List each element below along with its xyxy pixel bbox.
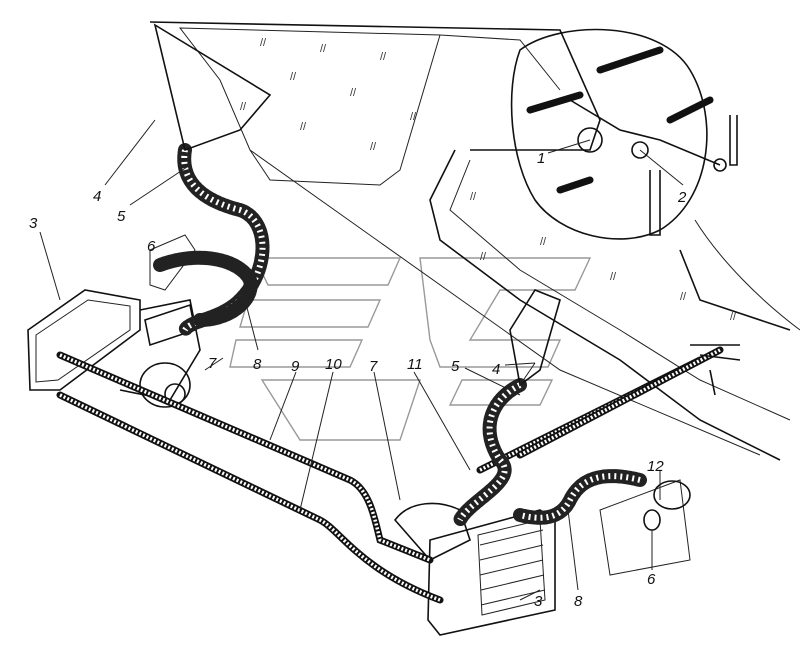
svg-text://: // xyxy=(370,141,377,153)
callout-7: 7 xyxy=(369,358,378,375)
callout-6: 6 xyxy=(647,571,656,588)
callout-9: 9 xyxy=(291,358,300,375)
callout-8: 8 xyxy=(574,593,583,610)
svg-text://: // xyxy=(380,51,387,63)
svg-text://: // xyxy=(240,101,247,113)
cab-outline: // // // // // // // // // // // // // // // xyxy=(149,21,800,461)
callout-2: 2 xyxy=(677,189,687,206)
air-intakes xyxy=(153,23,561,387)
brackets xyxy=(149,234,741,576)
leader-lines xyxy=(39,119,684,601)
callout-11: 11 xyxy=(407,356,423,373)
callout-7: 7 xyxy=(208,355,217,372)
valve-detail-inset xyxy=(510,28,738,240)
right-heater-unit xyxy=(393,502,556,636)
svg-text://: // xyxy=(730,311,737,323)
svg-text://: // xyxy=(680,291,687,303)
air-hoses xyxy=(153,143,647,527)
coolant-tubes xyxy=(56,346,724,604)
callout-1: 1 xyxy=(537,150,545,167)
callout-labels: 3 4 5 6 7 8 9 10 7 11 5 4 1 2 12 6 8 3 xyxy=(29,150,687,610)
callout-6: 6 xyxy=(147,238,156,255)
callout-5: 5 xyxy=(117,208,126,225)
svg-text://: // xyxy=(610,271,617,283)
svg-text://: // xyxy=(540,236,547,248)
svg-text://: // xyxy=(410,111,417,123)
svg-text://: // xyxy=(290,71,297,83)
svg-text://: // xyxy=(480,251,487,263)
callout-4: 4 xyxy=(492,361,500,378)
callout-4: 4 xyxy=(93,188,101,205)
callout-10: 10 xyxy=(325,356,342,373)
svg-text://: // xyxy=(260,37,267,49)
svg-text://: // xyxy=(300,121,307,133)
callout-8: 8 xyxy=(253,356,262,373)
callout-5: 5 xyxy=(451,358,460,375)
watermark-logo xyxy=(229,257,592,441)
left-heater-unit xyxy=(27,289,201,408)
callout-12: 12 xyxy=(647,458,664,475)
callout-3: 3 xyxy=(534,593,543,610)
svg-text://: // xyxy=(470,191,477,203)
svg-text://: // xyxy=(320,43,327,55)
callout-3: 3 xyxy=(29,215,38,232)
svg-text://: // xyxy=(350,87,357,99)
